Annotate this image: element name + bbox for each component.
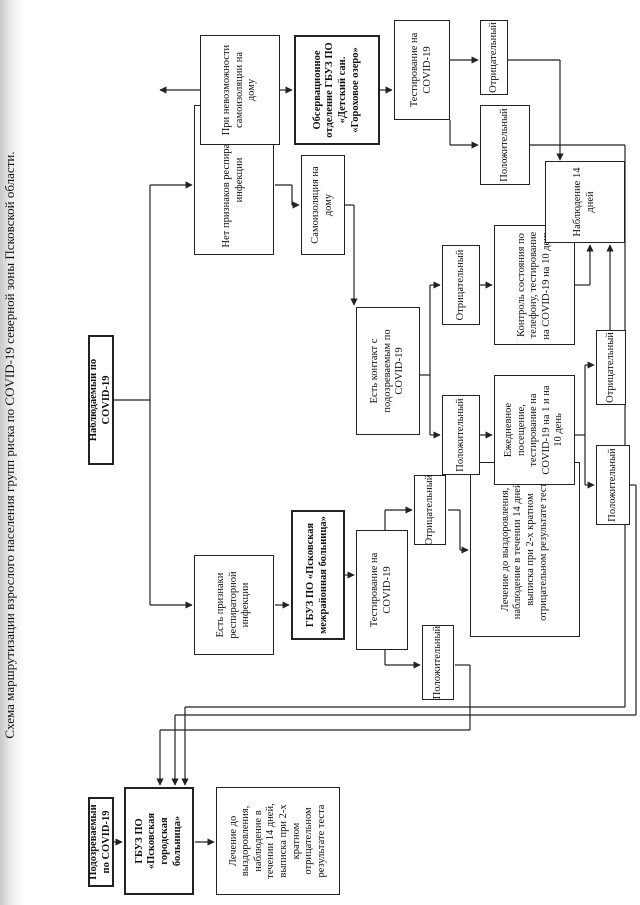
node-positive-b: Положительный [480,105,530,185]
node-treatment-a: Лечение до выздоровления, наблюдение в т… [470,462,580,637]
node-treatment-city: Лечение до выздоровления, наблюдение в т… [216,787,340,895]
node-positive-a: Положительный [422,625,454,700]
node-daily-visit: Ежедневное посещение, тестирование на CO… [494,375,575,485]
node-observation-14: Наблюдение 14 дней [545,161,625,243]
node-impossible-isolation: При невозможности самоизоляции на дому [200,35,280,145]
node-interdistrict-hospital: ГБУЗ ПО «Псковская межрайонная больница» [291,510,345,640]
node-contact: Есть контакт с подозреваемым по COVID-19 [356,307,420,435]
scan-edge-shadow [0,0,24,905]
node-positive-d: Положительный [596,445,630,525]
node-negative-b: Отрицательный [480,20,508,95]
node-test-a: Тестирование на COVID-19 [356,530,408,650]
node-phone-control: Контроль состояния по телефону, тестиров… [494,225,575,345]
node-negative-a: Отрицательный [414,475,446,545]
node-suspected: Подозреваемый по COVID-19 [88,797,114,887]
node-observed: Наблюдаемый по COVID-19 [88,335,114,465]
node-negative-d: Отрицательный [596,330,626,405]
node-test-b: Тестирование на COVID-19 [394,20,450,120]
node-resp-signs: Есть признаки респираторной инфекции [194,555,274,655]
node-observation-dept: Обсервационное отделение ГБУЗ ПО «Детски… [294,35,380,145]
node-city-hospital: ГБУЗ ПО «Псковская городская больница» [124,787,194,895]
node-self-isolation: Самоизоляция на дому [301,155,345,255]
node-negative-c: Отрицательный [442,245,480,325]
node-positive-c: Положительный [442,395,480,475]
